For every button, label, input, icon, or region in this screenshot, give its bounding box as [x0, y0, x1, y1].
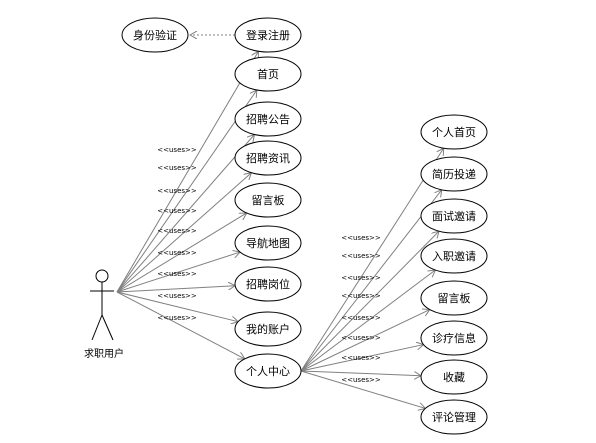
sub-association-line	[300, 231, 439, 372]
use-case-sub-1: 简历投递	[420, 156, 488, 192]
uses-label: <<uses>>	[157, 146, 197, 154]
uses-labels: <<uses>> <<uses>> <<uses>> <<uses>> <<uses>>…	[157, 146, 381, 384]
use-case-label: 个人中心	[246, 365, 290, 378]
use-case-main-8: 个人中心	[234, 353, 302, 389]
actor-label: 求职用户	[84, 347, 124, 360]
use-case-sub-2: 面试邀请	[420, 198, 488, 234]
sub-association-line	[300, 370, 425, 408]
use-case-ellipse	[234, 17, 302, 53]
use-case-ellipse	[234, 311, 302, 347]
use-case-ellipse	[420, 156, 488, 192]
use-case-sub-7: 评论管理	[420, 399, 488, 435]
sub-association-line	[300, 270, 435, 372]
use-case-ellipse	[420, 114, 488, 150]
use-case-label: 招聘资讯	[246, 151, 290, 165]
use-case-main-4: 留言板	[234, 182, 302, 218]
sub-association-line	[300, 370, 421, 376]
use-case-ellipse	[420, 359, 488, 395]
use-case-label: 导航地图	[246, 236, 290, 250]
uses-label: <<uses>>	[157, 187, 197, 195]
uses-label: <<uses>>	[341, 252, 381, 260]
use-case-ellipse	[420, 198, 488, 234]
use-case-main-3: 招聘资讯	[234, 140, 302, 176]
use-case-ellipse	[234, 353, 302, 389]
actor-association-line	[116, 291, 238, 322]
uses-label: <<uses>>	[341, 354, 381, 362]
use-case-label: 身份验证	[133, 28, 177, 42]
uses-label: <<uses>>	[157, 292, 197, 300]
use-case-main-5: 导航地图	[234, 225, 302, 261]
use-case-ellipse	[234, 140, 302, 176]
sub-association-line	[300, 345, 424, 372]
uses-label: <<uses>>	[157, 314, 197, 322]
uses-label: <<uses>>	[341, 234, 381, 242]
actor-left-leg	[91, 314, 103, 341]
actor-association-line	[116, 173, 251, 293]
use-case-main-2: 招聘公告	[234, 101, 302, 137]
use-case-main-6: 招聘岗位	[234, 266, 302, 302]
actor-association-line	[116, 51, 258, 293]
uses-label: <<uses>>	[157, 270, 197, 278]
uses-label: <<uses>>	[341, 334, 381, 342]
use-case-ellipse	[420, 399, 488, 435]
use-case-label: 个人首页	[432, 125, 476, 139]
use-case-label: 招聘岗位	[246, 277, 290, 291]
use-case-ellipse	[420, 280, 488, 316]
use-case-label: 简历投递	[432, 167, 476, 181]
use-case-ellipse	[234, 182, 302, 218]
use-case-main-1: 首页	[234, 56, 302, 92]
use-case-ellipse	[234, 101, 302, 137]
actor-right-leg	[101, 314, 114, 341]
use-case-sub-0: 个人首页	[420, 114, 488, 150]
use-case-ellipse	[420, 320, 488, 356]
use-case-ellipse	[420, 238, 488, 274]
uses-label: <<uses>>	[157, 207, 197, 215]
use-case-label: 首页	[257, 67, 279, 81]
actor-head	[95, 269, 109, 283]
use-case-label: 招聘公告	[246, 112, 290, 126]
use-case-label: 收藏	[443, 370, 465, 384]
use-case-label: 留言板	[438, 291, 471, 305]
actor-association-line	[116, 135, 254, 293]
use-case-label: 登录注册	[246, 28, 290, 42]
uses-label: <<uses>>	[157, 249, 197, 257]
actor-association-line	[116, 286, 235, 293]
uses-label: <<uses>>	[157, 227, 197, 235]
use-case-label: 入职邀请	[432, 249, 476, 263]
actor-association-line	[116, 252, 240, 293]
use-case-sub-3: 入职邀请	[420, 238, 488, 274]
sub-association-line	[300, 148, 444, 372]
uses-label: <<uses>>	[341, 314, 381, 322]
use-case-sub-4: 留言板	[420, 280, 488, 316]
use-case-label: 面试邀请	[432, 209, 476, 223]
use-case-ellipse	[234, 56, 302, 92]
uses-label: <<uses>>	[341, 292, 381, 300]
actor-association-line	[116, 213, 247, 293]
association-lines	[116, 35, 444, 408]
sub-association-line	[300, 310, 430, 372]
use-case-ellipse	[234, 225, 302, 261]
use-case-identity-verification: 身份验证	[121, 17, 189, 53]
use-case-sub-5: 诊疗信息	[420, 320, 488, 356]
uses-label: <<uses>>	[341, 376, 381, 384]
use-case-ellipse	[234, 266, 302, 302]
use-case-label: 留言板	[252, 193, 285, 207]
use-case-main-0: 登录注册	[234, 17, 302, 53]
use-case-sub-6: 收藏	[420, 359, 488, 395]
actor-association-line	[116, 90, 257, 293]
use-case-label: 评论管理	[432, 410, 476, 424]
use-case-label: 我的账户	[246, 322, 290, 336]
use-case-label: 诊疗信息	[432, 331, 476, 345]
actor: 求职用户	[84, 269, 124, 360]
uses-label: <<uses>>	[157, 164, 197, 172]
use-case-main-7: 我的账户	[234, 311, 302, 347]
actor-association-line	[116, 291, 245, 359]
sub-association-line	[300, 190, 442, 372]
uses-label: <<uses>>	[341, 274, 381, 282]
